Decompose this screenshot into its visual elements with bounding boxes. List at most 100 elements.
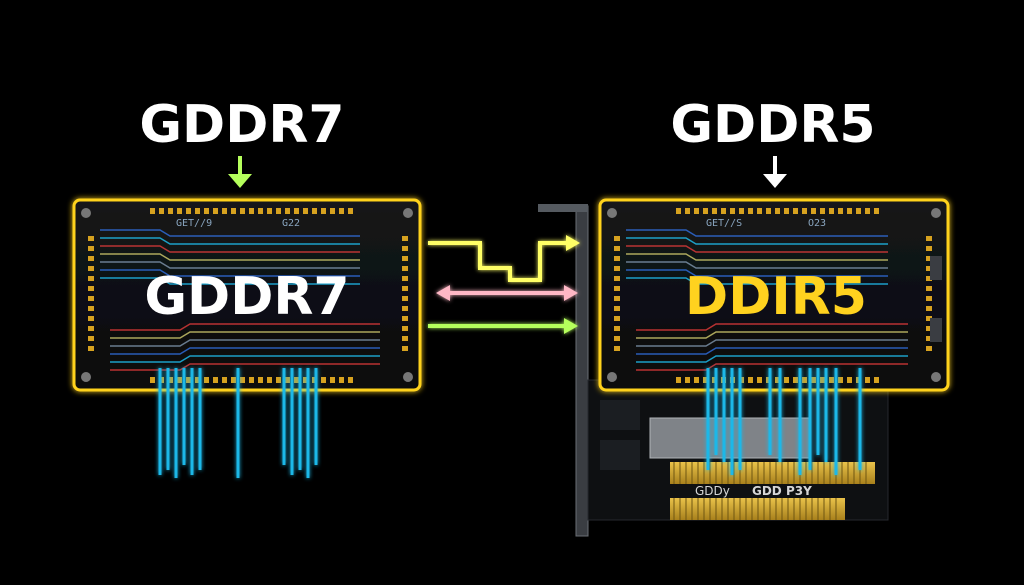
pad — [186, 208, 191, 214]
pad — [614, 326, 620, 331]
pad — [748, 377, 753, 383]
card-brand-text-b: GDD P3Y — [752, 484, 812, 498]
pad — [321, 377, 326, 383]
trace — [626, 237, 888, 245]
pad — [614, 306, 620, 311]
pad — [694, 208, 699, 214]
pad — [177, 377, 182, 383]
pad — [802, 208, 807, 214]
pad — [222, 377, 227, 383]
pad — [240, 377, 245, 383]
pad — [168, 377, 173, 383]
pad — [784, 377, 789, 383]
pad — [402, 326, 408, 331]
right-memory-module: GET//S O23 DDIR5 — [598, 198, 950, 392]
pad — [204, 377, 209, 383]
pad — [88, 266, 94, 271]
pad — [402, 246, 408, 251]
pad — [402, 276, 408, 281]
trace — [626, 269, 888, 277]
pad — [856, 208, 861, 214]
screw-icon — [607, 208, 617, 218]
pad — [614, 266, 620, 271]
pad — [312, 208, 317, 214]
pad — [348, 208, 353, 214]
pad — [88, 286, 94, 291]
pad — [159, 208, 164, 214]
pad — [775, 208, 780, 214]
trace — [110, 355, 380, 363]
bidirectional-arrow-icon — [436, 285, 578, 301]
gold-finger-contacts — [673, 462, 867, 520]
pad — [614, 296, 620, 301]
left-small-text-b: G22 — [282, 218, 300, 229]
pad — [339, 208, 344, 214]
pad — [348, 377, 353, 383]
pad — [614, 236, 620, 241]
trace — [626, 253, 888, 261]
pad — [88, 236, 94, 241]
pad — [703, 377, 708, 383]
right-chip-label: DDIR5 — [685, 267, 867, 327]
pad — [926, 306, 932, 311]
trace — [100, 277, 360, 285]
pad — [258, 377, 263, 383]
pad — [294, 377, 299, 383]
trace — [636, 363, 908, 371]
screw-icon — [607, 372, 617, 382]
trace — [100, 229, 360, 237]
left-signal-lines — [158, 368, 318, 478]
pad — [285, 377, 290, 383]
pad — [926, 276, 932, 281]
trace — [626, 245, 888, 253]
pad — [321, 208, 326, 214]
pad — [402, 266, 408, 271]
graphics-card-board: GDDy GDD P3Y — [538, 204, 889, 537]
pad — [874, 208, 879, 214]
pad — [276, 377, 281, 383]
pad — [614, 276, 620, 281]
pad — [730, 208, 735, 214]
trace — [100, 245, 360, 253]
screw-icon — [403, 208, 413, 218]
pad — [865, 377, 870, 383]
pad — [614, 346, 620, 351]
screw-icon — [931, 208, 941, 218]
screw-icon — [81, 372, 91, 382]
pad — [249, 208, 254, 214]
pad — [926, 346, 932, 351]
pad — [685, 208, 690, 214]
pad — [88, 326, 94, 331]
pad — [231, 208, 236, 214]
pad — [926, 296, 932, 301]
pad — [339, 377, 344, 383]
trace — [110, 347, 380, 355]
pad — [676, 377, 681, 383]
pad — [793, 377, 798, 383]
trace — [636, 347, 908, 355]
pad — [793, 208, 798, 214]
pad — [213, 377, 218, 383]
pad — [195, 208, 200, 214]
left-heading: GDDR7 — [139, 95, 344, 155]
pad — [757, 377, 762, 383]
left-down-arrow-icon — [228, 156, 252, 188]
left-chip-pads — [88, 208, 408, 383]
trace — [110, 323, 380, 331]
screw-icon — [81, 208, 91, 218]
pad — [847, 377, 852, 383]
pad — [694, 377, 699, 383]
pad — [865, 208, 870, 214]
pad — [721, 208, 726, 214]
pad — [231, 377, 236, 383]
pad — [811, 208, 816, 214]
pad — [168, 208, 173, 214]
trace — [110, 331, 380, 339]
pad — [614, 256, 620, 261]
pad — [829, 208, 834, 214]
pad — [88, 316, 94, 321]
pad — [88, 346, 94, 351]
pad — [838, 377, 843, 383]
bottom-right-arrow-icon — [428, 318, 578, 334]
pad — [258, 208, 263, 214]
